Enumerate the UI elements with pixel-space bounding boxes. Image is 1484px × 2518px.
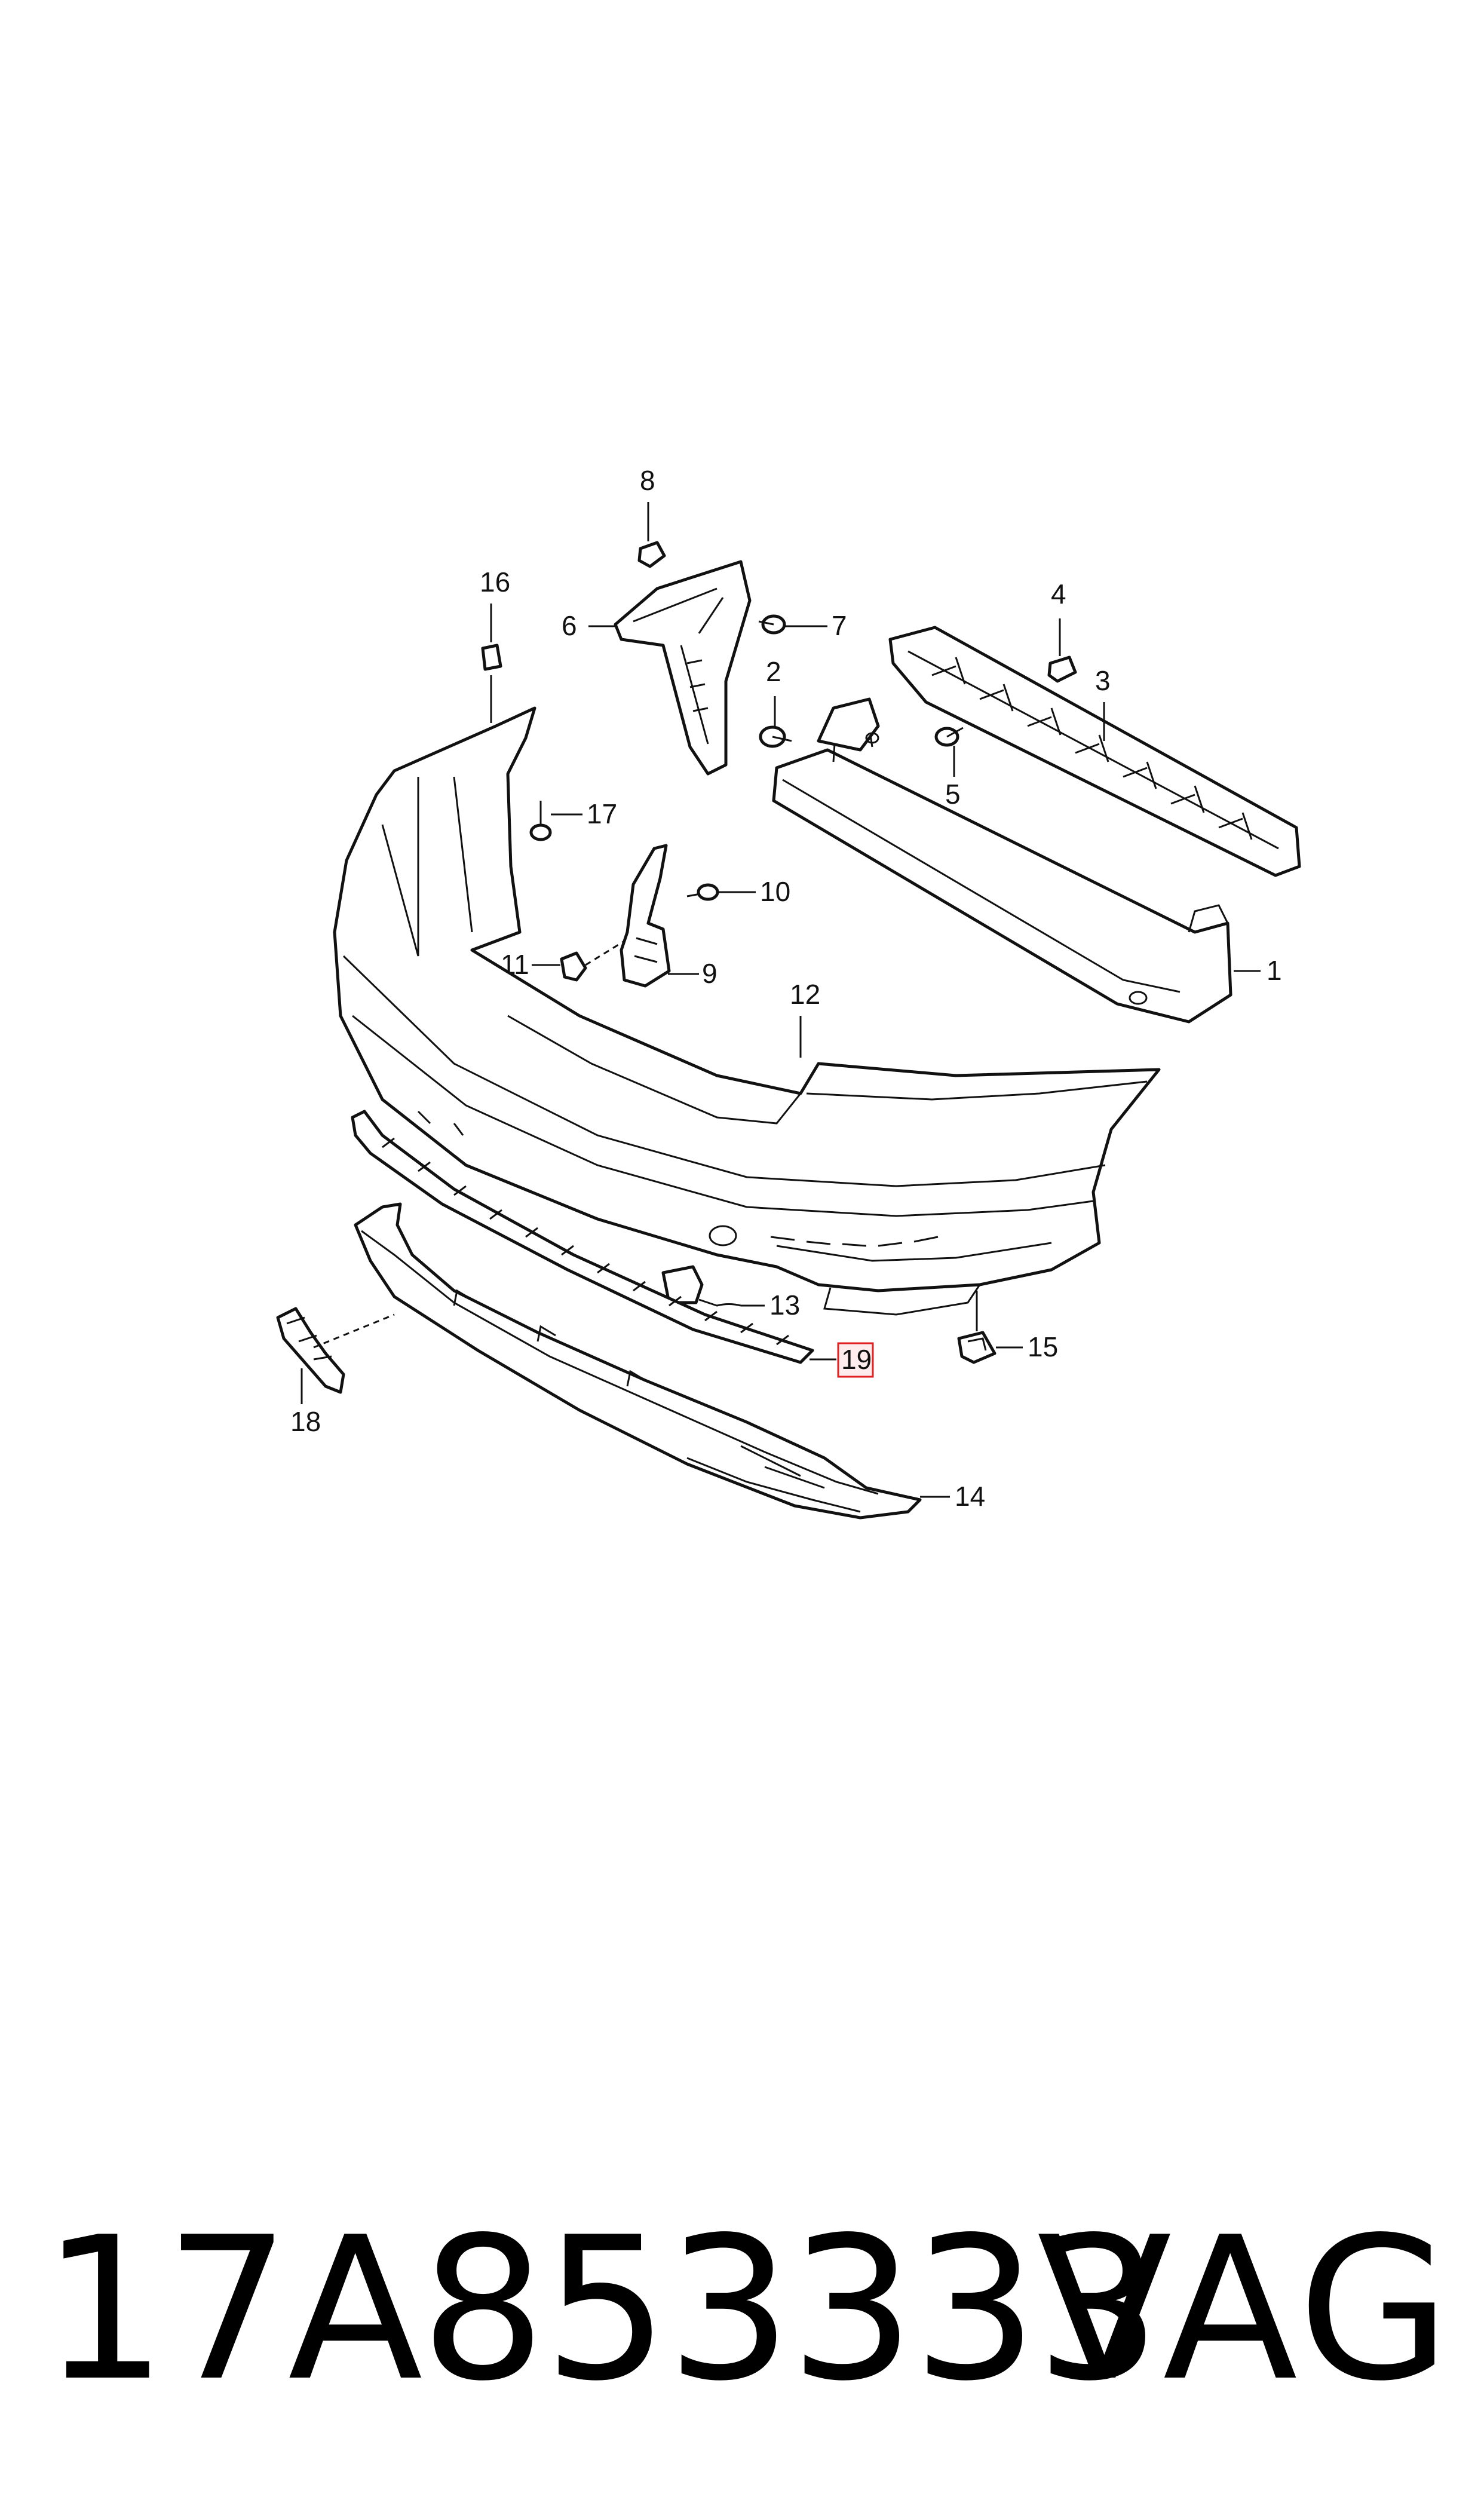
part-4-nut xyxy=(1047,655,1077,683)
part-1-impact-bar xyxy=(772,697,1232,1024)
callout-19: 19 xyxy=(841,1344,872,1375)
callout-16: 16 xyxy=(480,566,510,598)
callout-13: 13 xyxy=(769,1289,800,1321)
brand-name: VAG xyxy=(1037,2195,1454,2424)
part-8-nut xyxy=(637,541,666,568)
callout-4: 4 xyxy=(1051,578,1066,609)
callout-5: 5 xyxy=(945,779,961,810)
callout-10: 10 xyxy=(760,876,790,907)
callout-18: 18 xyxy=(290,1406,321,1437)
callout-1: 1 xyxy=(1267,955,1282,986)
callout-7: 7 xyxy=(832,610,847,641)
part-16-clip xyxy=(481,644,502,671)
part-12-bumper-cover xyxy=(333,706,1161,1316)
part-10-bolt xyxy=(686,883,719,901)
callout-3: 3 xyxy=(1095,665,1111,696)
part-2-bolt xyxy=(759,725,792,748)
callout-9: 9 xyxy=(702,958,718,989)
part-17-screw xyxy=(529,801,552,841)
callout-19-box xyxy=(838,1343,873,1377)
part-14-diffuser xyxy=(354,1202,922,1520)
callout-17: 17 xyxy=(587,798,617,829)
callout-15: 15 xyxy=(1028,1331,1058,1362)
callout-14: 14 xyxy=(955,1481,985,1512)
part-15-clip xyxy=(957,1331,997,1364)
part-7-bolt xyxy=(758,614,786,635)
part-19-trim-strip xyxy=(351,1110,814,1364)
callout-19-border xyxy=(837,1342,874,1378)
parts-diagram: 1 2 3 4 5 6 7 8 xyxy=(276,465,1301,1520)
leader-11-dash xyxy=(585,940,625,966)
part-11-clip-nut xyxy=(560,951,587,982)
callout-6: 6 xyxy=(562,610,577,641)
callout-2: 2 xyxy=(766,656,781,687)
leader-18-dash xyxy=(313,1313,395,1349)
part-5-bolt xyxy=(934,727,964,747)
callout-12: 12 xyxy=(790,979,820,1010)
part-9-guide-bracket xyxy=(620,844,671,988)
part-6-side-bracket xyxy=(614,560,752,776)
part-3-energy-absorber xyxy=(888,626,1301,877)
part-number: 17A853333 xyxy=(42,2195,1161,2424)
callout-8: 8 xyxy=(640,465,655,496)
part-18-side-bracket xyxy=(276,1307,345,1394)
